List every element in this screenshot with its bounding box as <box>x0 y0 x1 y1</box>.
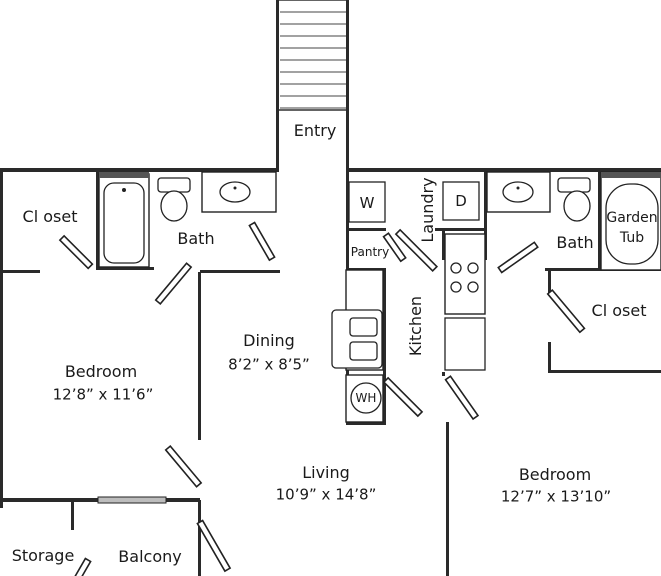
bath-left-label: Bath <box>177 228 215 248</box>
balcony-label: Balcony <box>118 546 182 566</box>
bedroom-left-dims: 12’8” x 11’6” <box>52 385 154 404</box>
bedroom-left-label: Bedroom <box>64 361 138 381</box>
dining-label: Dining <box>243 330 295 350</box>
living-label: Living <box>302 462 350 482</box>
closet-left-label: Cl oset <box>22 206 78 226</box>
doors <box>58 221 586 576</box>
kitchen-label: Kitchen <box>405 295 425 357</box>
laundry-appliances <box>348 181 480 223</box>
water-heater-label: WH <box>355 391 377 405</box>
bath-right-fixtures <box>486 171 661 271</box>
garden-tub-label-line1: Garden <box>606 209 658 226</box>
kitchen-fixtures <box>331 233 486 423</box>
bath-left-fixtures <box>98 171 277 268</box>
bath-right-label: Bath <box>556 232 594 252</box>
closet-right-label: Cl oset <box>591 300 647 320</box>
pantry-label: Pantry <box>350 245 390 260</box>
storage-label: Storage <box>11 545 75 565</box>
garden-tub-label-line2: Tub <box>619 229 645 246</box>
dining-dims: 8’2” x 8’5” <box>228 355 310 374</box>
dryer-label: D <box>455 192 467 210</box>
laundry-label: Laundry <box>417 177 437 243</box>
entry-label: Entry <box>293 120 337 140</box>
living-dims: 10’9” x 14’8” <box>275 485 377 504</box>
bedroom-right-label: Bedroom <box>518 464 592 484</box>
bedroom-right-dims: 12’7” x 13’10” <box>500 487 612 506</box>
entry-stairs <box>277 0 349 111</box>
washer-label: W <box>359 194 375 212</box>
